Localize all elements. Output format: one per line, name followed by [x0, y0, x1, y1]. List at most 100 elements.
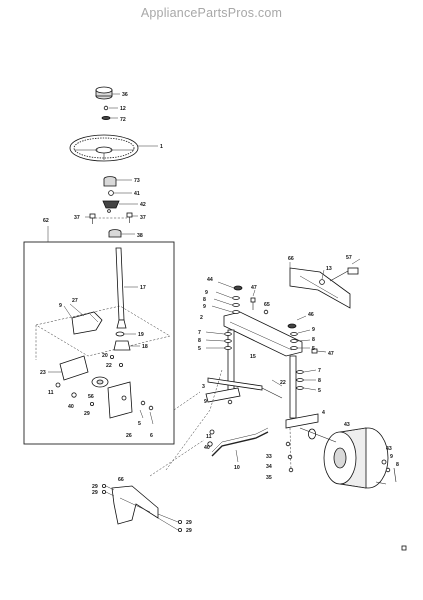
callout-72: 72	[120, 117, 126, 123]
washer-5-group	[140, 400, 146, 406]
washer-5-c	[290, 346, 298, 350]
callout-66-top: 66	[288, 256, 294, 262]
washer-5	[107, 209, 111, 213]
washer-9-f	[385, 467, 391, 473]
callout-44: 44	[207, 277, 213, 283]
callout-47-right: 47	[328, 351, 334, 357]
flange-18	[113, 340, 131, 351]
washer-5-d	[296, 386, 304, 390]
nut-13	[319, 279, 325, 285]
spacer-40-b	[207, 441, 213, 447]
cap-46	[287, 323, 297, 329]
callout-13: 13	[326, 266, 332, 272]
nut-29	[90, 401, 95, 406]
spindle-left-3	[205, 329, 241, 403]
cap-44	[233, 285, 243, 291]
callout-26: 26	[126, 433, 132, 439]
axle-2	[223, 311, 303, 357]
callout-11-group: 11	[48, 390, 54, 396]
callout-43-top: 43	[344, 422, 350, 428]
callout-27: 27	[72, 298, 78, 304]
callout-40-group: 40	[68, 404, 74, 410]
callout-10: 10	[234, 465, 240, 471]
washer-8-c	[290, 339, 298, 343]
callout-8-axle-a: 8	[203, 297, 206, 303]
callout-43-bottom: 43	[386, 446, 392, 452]
watermark: AppliancePartsPros.com	[140, 6, 283, 20]
bolt-37-left	[89, 213, 96, 224]
washer-9-a	[232, 296, 240, 300]
callout-65: 65	[264, 302, 270, 308]
callout-18: 18	[142, 344, 148, 350]
callout-34: 34	[266, 464, 272, 470]
callout-22-group: 22	[106, 363, 112, 369]
callout-35: 35	[266, 475, 272, 481]
washer-5-b	[224, 346, 232, 350]
sector-gear-27	[71, 311, 103, 335]
callout-9-axle-e: 9	[204, 399, 207, 405]
washer-8-d	[296, 378, 304, 382]
callout-57: 57	[346, 255, 352, 261]
pinion-19	[115, 331, 125, 337]
callout-47-top: 47	[251, 285, 257, 291]
washer-7-a	[224, 332, 232, 336]
callout-2: 2	[200, 315, 203, 321]
callout-29-a: 29	[92, 484, 98, 490]
bolt-29-c	[177, 520, 182, 525]
page-mark	[401, 545, 407, 551]
washer-11	[55, 382, 61, 388]
callout-40-axle: 40	[204, 445, 210, 451]
bushing-56	[91, 376, 109, 388]
cotter-8	[393, 467, 397, 483]
callout-9-wheel: 9	[390, 454, 393, 460]
plate-26	[107, 381, 133, 419]
snap-ring	[375, 481, 387, 485]
callout-5-axle-d: 5	[318, 388, 321, 394]
callout-15: 15	[250, 354, 256, 360]
callout-37-right: 37	[140, 215, 146, 221]
callout-37-left: 37	[74, 215, 80, 221]
callout-5-axle-c: 5	[312, 346, 315, 352]
callout-41: 41	[134, 191, 140, 197]
washer-9-e	[227, 399, 233, 405]
tie-rod-10	[211, 427, 269, 457]
callout-42: 42	[140, 202, 146, 208]
callout-29-d: 29	[186, 528, 192, 534]
callout-20: 20	[102, 353, 108, 359]
washer-9-c	[290, 332, 298, 336]
callout-29-b: 29	[92, 490, 98, 496]
callout-23: 23	[40, 370, 46, 376]
washer-8-a	[232, 303, 240, 307]
bracket-66-bottom	[111, 485, 159, 525]
callout-8-axle-d: 8	[318, 378, 321, 384]
callout-56: 56	[88, 394, 94, 400]
callout-38: 38	[137, 233, 143, 239]
steering-wheel	[69, 134, 139, 162]
drag-link-22	[207, 377, 283, 399]
front-wheel	[323, 427, 389, 489]
nut-20	[110, 354, 115, 359]
callout-9-group: 9	[59, 303, 62, 309]
callout-12: 12	[120, 106, 126, 112]
steering-cap	[95, 86, 113, 100]
spindle-right-4	[285, 355, 319, 429]
callout-19: 19	[138, 332, 144, 338]
callout-3: 3	[202, 384, 205, 390]
callout-8-wheel: 8	[396, 462, 399, 468]
washer-34	[287, 454, 293, 460]
bolt-29-a	[102, 483, 107, 488]
callout-1: 1	[160, 144, 163, 150]
callout-8-axle-c: 8	[312, 337, 315, 343]
bolt-29-d	[177, 528, 182, 533]
callout-7-axle-a: 7	[198, 330, 201, 336]
bushing-41	[108, 190, 114, 196]
callout-4: 4	[322, 410, 325, 416]
washer-11-b	[209, 429, 215, 435]
bushing-38	[108, 229, 122, 238]
bolt-29-b	[102, 489, 107, 494]
callout-66-bottom: 66	[118, 477, 124, 483]
callout-46: 46	[308, 312, 314, 318]
nut-12	[103, 105, 109, 111]
callout-62: 62	[43, 218, 49, 224]
